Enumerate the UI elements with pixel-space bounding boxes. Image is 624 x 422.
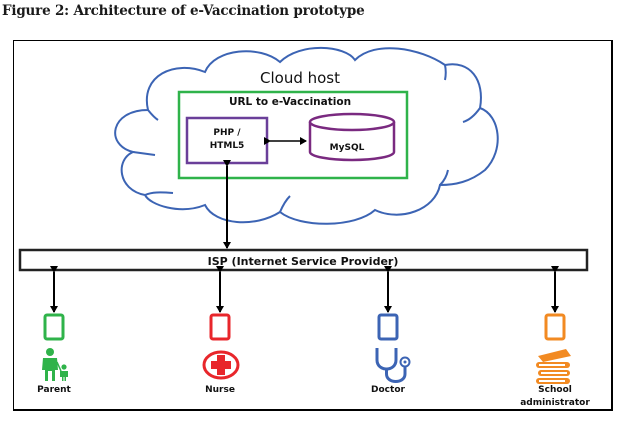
web-tier-label-line2: HTML5	[209, 141, 245, 151]
diagram-frame	[13, 40, 613, 411]
books-icon	[536, 349, 571, 384]
web-tier-label: PHP / HTML5	[187, 127, 267, 153]
actor-label-doctor: Doctor	[371, 385, 405, 395]
cloud-shape	[114, 46, 499, 225]
cloud-title: Cloud host	[260, 69, 340, 87]
stethoscope-icon	[375, 348, 411, 383]
isp-label: ISP (Internet Service Provider)	[207, 255, 399, 268]
web-tier-label-line1: PHP /	[213, 128, 241, 138]
app-container-label: URL to e-Vaccination	[228, 96, 352, 108]
tablet-icon	[377, 313, 399, 341]
isp-bar	[18, 248, 589, 272]
figure-title: Figure 2: Architecture of e-Vaccination …	[2, 3, 365, 19]
database-cylinder	[308, 112, 396, 162]
database-label: MySQL	[329, 143, 365, 153]
actor-label-school-admin-line2: administrator	[520, 398, 590, 408]
web-tier-box	[185, 116, 269, 165]
actor-label-parent: Parent	[37, 385, 71, 395]
tablet-icon	[209, 313, 231, 341]
tablet-icon	[544, 313, 566, 341]
tablet-icon	[43, 313, 65, 341]
actor-label-school-admin-line1: School	[538, 385, 572, 395]
parent-child-icon	[42, 348, 68, 381]
actor-label-nurse: Nurse	[205, 385, 235, 395]
medical-cross-icon	[202, 350, 240, 380]
actor-label-school-admin: School administrator	[505, 384, 605, 410]
